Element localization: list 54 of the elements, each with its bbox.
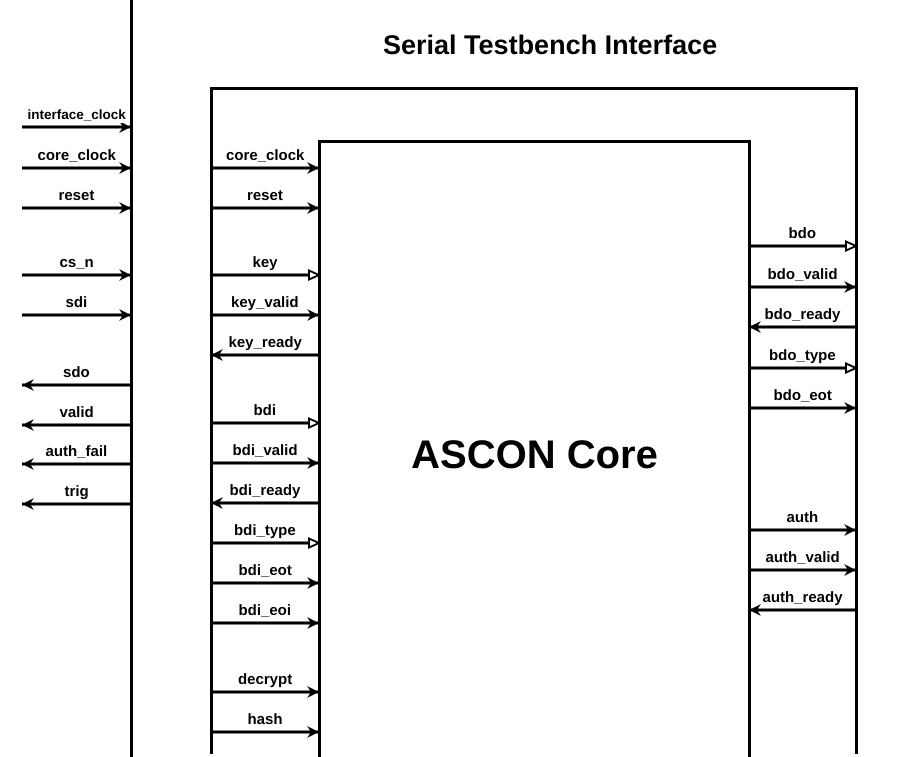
core-title: ASCON Core <box>411 433 658 478</box>
signal-label: core_clock <box>225 148 306 164</box>
signal-arrow <box>749 362 857 374</box>
signal-label: bdo_valid <box>766 267 839 283</box>
signal-label: bdo_eot <box>772 388 833 404</box>
signal-arrow <box>749 240 857 252</box>
signal-label: decrypt <box>237 672 294 688</box>
signal-label: auth_ready <box>762 590 844 606</box>
signal-arrow <box>211 538 320 548</box>
signal-arrow <box>749 564 856 576</box>
signal-arrow <box>211 202 319 214</box>
signal-arrow <box>22 269 131 281</box>
signal-label: bdi_eoi <box>238 603 292 619</box>
signal-label: bdi_valid <box>232 443 299 459</box>
signal-arrow <box>749 604 856 616</box>
signal-label: bdo_ready <box>764 307 842 323</box>
signal-arrow <box>22 202 131 214</box>
signal-arrow <box>211 686 319 698</box>
signal-arrow <box>211 418 320 428</box>
signal-arrow <box>211 617 319 629</box>
signal-arrow <box>211 162 319 174</box>
signal-arrow <box>22 498 131 510</box>
signal-arrow <box>211 309 319 321</box>
signal-arrow <box>749 524 856 536</box>
signal-arrow <box>211 270 320 280</box>
signal-arrow <box>749 281 856 293</box>
signal-arrow <box>22 458 131 470</box>
signal-label: key <box>252 255 279 271</box>
signal-arrow <box>22 162 131 174</box>
signal-arrow <box>211 349 319 361</box>
wrapper-block <box>210 87 858 754</box>
signal-label: auth_fail <box>44 444 108 460</box>
signal-label: bdi_ready <box>228 483 302 499</box>
signal-arrow <box>749 402 856 414</box>
signal-label: bdi_type <box>233 523 297 539</box>
signal-label: bdi_eot <box>238 563 293 579</box>
block-title: Serial Testbench Interface <box>383 30 718 61</box>
signal-arrow <box>22 379 131 391</box>
signal-arrow <box>211 577 319 589</box>
signal-label: key_valid <box>230 295 300 311</box>
signal-label: core_clock <box>36 148 117 164</box>
signal-arrow <box>22 419 131 431</box>
signal-label: bdo_type <box>768 348 837 364</box>
signal-arrow <box>211 726 319 738</box>
signal-label: key_ready <box>228 335 303 351</box>
signal-arrow <box>22 121 131 133</box>
signal-arrow <box>211 457 319 469</box>
signal-arrow <box>749 321 856 333</box>
signal-arrow <box>211 497 319 509</box>
signal-label: trig <box>64 484 90 500</box>
signal-label: auth_valid <box>764 550 841 566</box>
signal-label: interface_clock <box>26 107 127 123</box>
core-block <box>318 140 751 757</box>
signal-arrow <box>22 309 131 321</box>
